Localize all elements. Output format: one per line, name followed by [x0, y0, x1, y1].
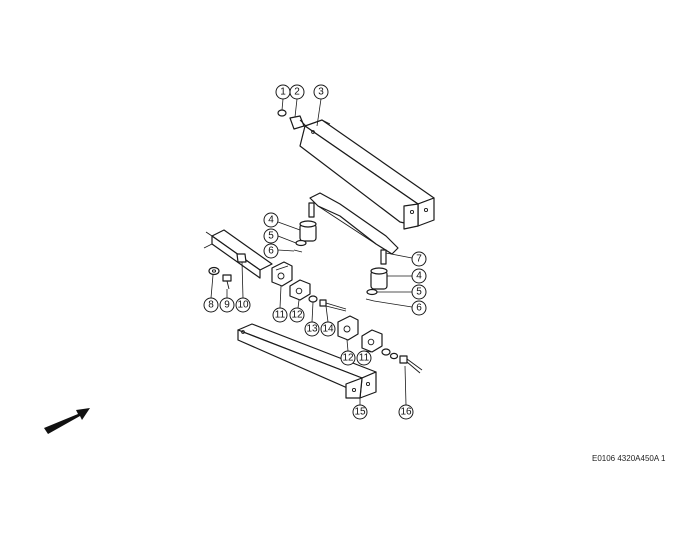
callouts: 1 2 3 4 5 6 7 4 5 6 8 9 10 11 12 13 14 1… [203, 84, 427, 420]
rubber-mount-lower [370, 267, 388, 290]
callout-13: 13 [304, 321, 320, 337]
callout-11-right: 11 [356, 350, 372, 366]
arrow-icon [44, 408, 90, 434]
drawing-code: E0106 4320A450A 1 [592, 454, 666, 463]
svg-text:6: 6 [416, 303, 422, 314]
callout-5-lower: 5 [411, 284, 427, 300]
washer-1 [277, 109, 287, 117]
callout-6-upper: 6 [263, 243, 279, 259]
callout-3: 3 [313, 84, 329, 100]
svg-text:12: 12 [291, 310, 303, 321]
link-bracket [203, 229, 273, 279]
svg-text:12: 12 [342, 353, 354, 364]
callout-7: 7 [411, 251, 427, 267]
svg-text:13: 13 [306, 324, 318, 335]
svg-text:9: 9 [224, 300, 230, 311]
callout-16: 16 [398, 404, 414, 420]
lower-bracket [237, 323, 377, 399]
washer-13 [308, 295, 318, 303]
svg-text:4: 4 [416, 271, 422, 282]
callout-12-right: 12 [340, 350, 356, 366]
callout-1: 1 [275, 84, 291, 100]
svg-text:3: 3 [318, 87, 324, 98]
washer-lower [366, 288, 378, 296]
svg-text:8: 8 [208, 300, 214, 311]
svg-text:4: 4 [268, 215, 274, 226]
callout-11-left: 11 [272, 307, 288, 323]
bolt-2 [289, 115, 307, 130]
svg-text:16: 16 [400, 407, 412, 418]
bolt-14 [319, 299, 347, 312]
pin-lower [365, 298, 375, 302]
upper-bracket [299, 119, 435, 230]
bolt-16 [381, 348, 423, 374]
callout-12-left: 12 [289, 307, 305, 323]
bolt-9 [222, 274, 232, 290]
svg-text:2: 2 [294, 87, 300, 98]
callout-10: 10 [235, 297, 251, 313]
svg-text:7: 7 [416, 254, 422, 265]
rubber-mount-upper [299, 220, 317, 242]
svg-text:14: 14 [322, 324, 334, 335]
clamp-12-left [289, 279, 311, 301]
callout-9: 9 [219, 297, 235, 313]
clamp-11-left [271, 261, 293, 287]
svg-text:6: 6 [268, 246, 274, 257]
callout-2: 2 [289, 84, 305, 100]
pin-upper [293, 249, 303, 253]
callout-8: 8 [203, 297, 219, 313]
leader-lines [210, 98, 413, 406]
callout-6-lower: 6 [411, 300, 427, 316]
svg-text:11: 11 [359, 353, 370, 364]
svg-text:5: 5 [416, 287, 422, 298]
callout-15: 15 [352, 404, 368, 420]
clamp-12-right [337, 315, 359, 341]
svg-text:15: 15 [354, 407, 366, 418]
clamp-11-right [361, 329, 383, 353]
crossbar [308, 192, 399, 265]
callout-5-upper: 5 [263, 228, 279, 244]
callout-14: 14 [320, 321, 336, 337]
svg-text:10: 10 [237, 300, 249, 311]
callout-4-lower: 4 [411, 268, 427, 284]
washer-8 [208, 266, 220, 276]
washer-upper [295, 239, 307, 247]
svg-text:11: 11 [275, 310, 286, 321]
svg-text:1: 1 [280, 87, 286, 98]
svg-text:5: 5 [268, 231, 274, 242]
callout-4-upper: 4 [263, 212, 279, 228]
